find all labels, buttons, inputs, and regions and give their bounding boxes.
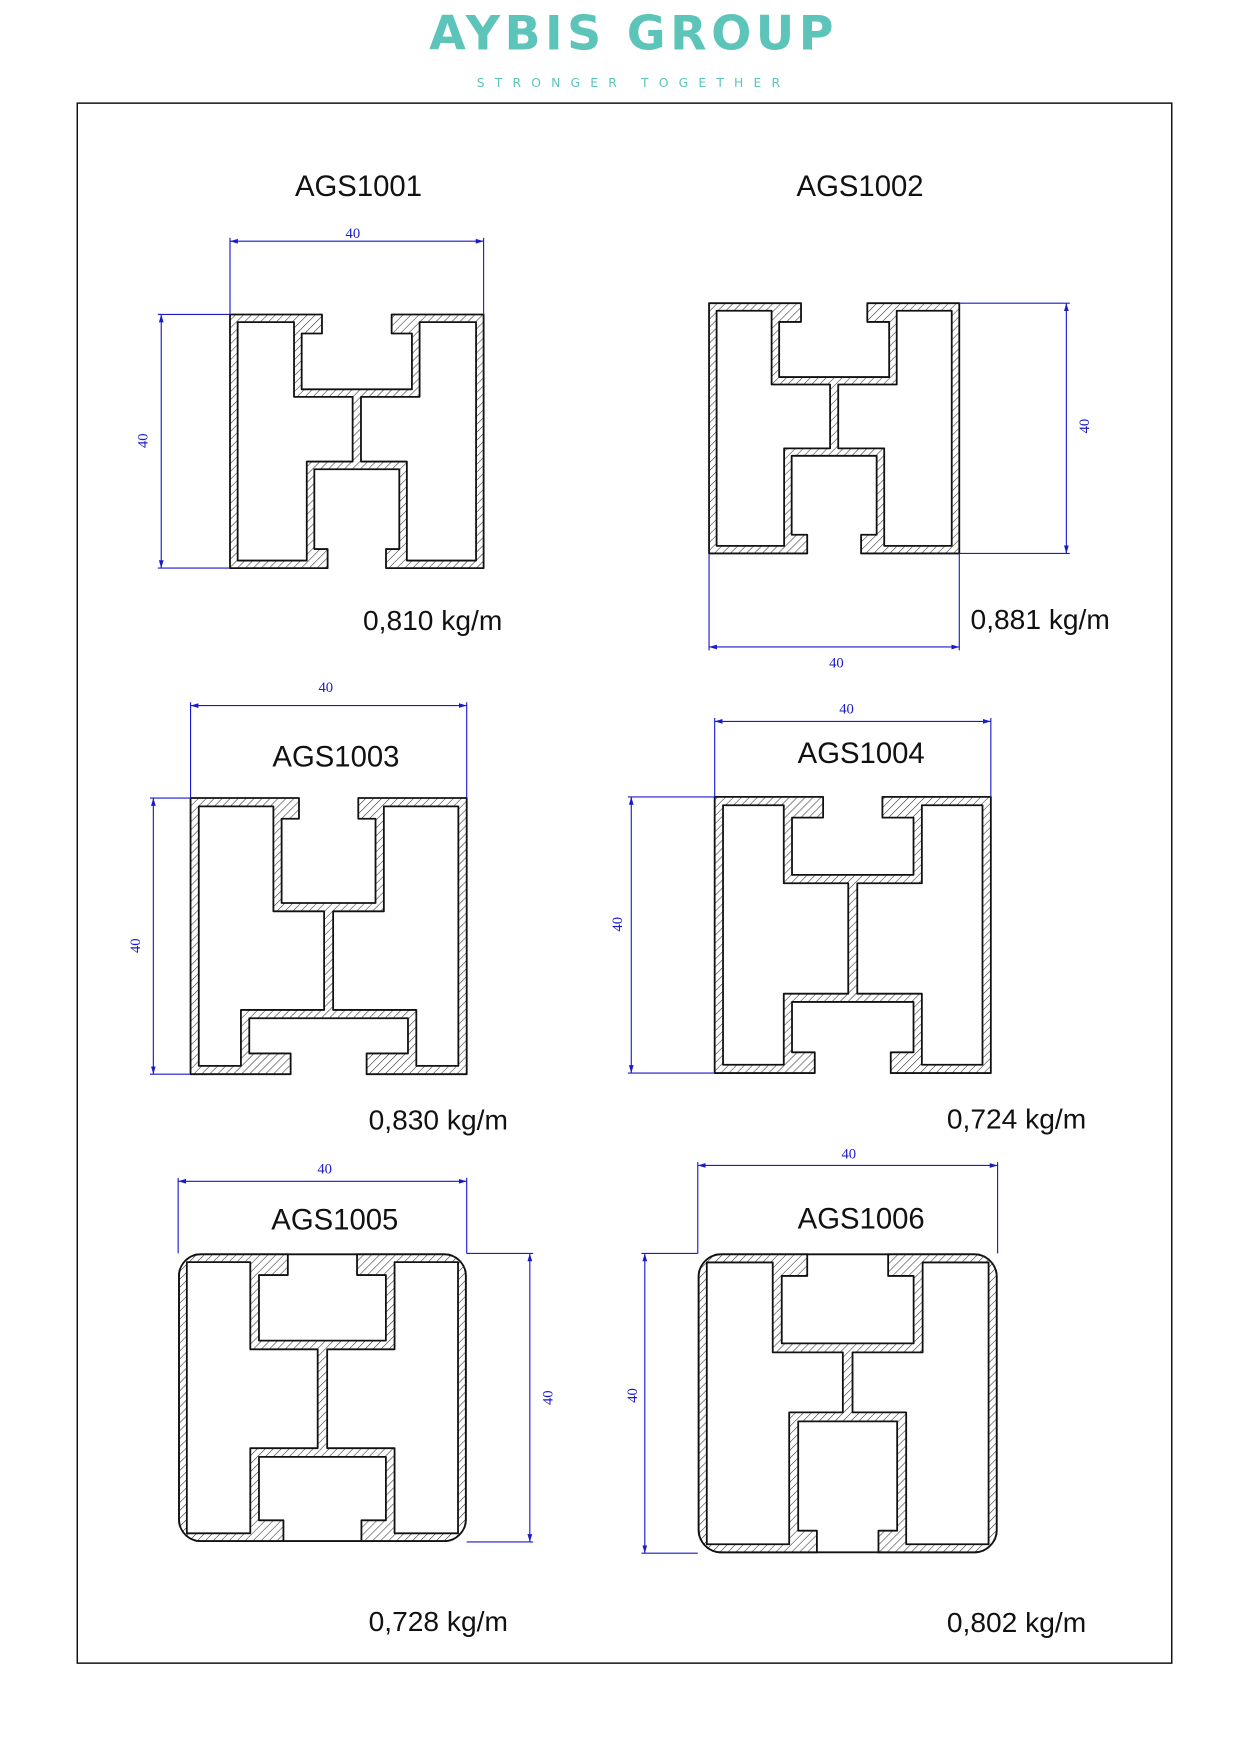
profile-code: AGS1004 (798, 737, 925, 770)
profile-cross-section (697, 1253, 998, 1554)
profile-code: AGS1002 (797, 170, 924, 203)
width-dimension: 40 (708, 553, 960, 671)
profile-cross-section (713, 796, 992, 1074)
height-dimension: 40 (128, 797, 191, 1075)
profile-outline (697, 1253, 998, 1554)
profile-code: AGS1003 (272, 740, 399, 773)
width-label: 40 (317, 1161, 332, 1177)
profile-ags1004: AGS1004 40 40 0,724 kg/m (610, 701, 1086, 1134)
profile-code: AGS1001 (295, 170, 422, 203)
height-label: 40 (136, 433, 152, 448)
width-label: 40 (839, 701, 854, 717)
width-label: 40 (829, 655, 844, 671)
height-label: 40 (610, 917, 626, 932)
width-dimension: 40 (714, 701, 992, 797)
profile-outline (178, 1253, 467, 1542)
profile-weight: 0,724 kg/m (947, 1102, 1086, 1134)
height-dimension: 40 (466, 1252, 556, 1543)
height-dimension: 40 (136, 313, 231, 569)
height-label: 40 (1077, 419, 1093, 434)
profile-weight: 0,810 kg/m (363, 604, 502, 636)
profile-ags1001: AGS1001 40 40 0,810 kg/m (136, 170, 503, 636)
profile-ags1006: AGS1006 40 40 0,802 kg/m (625, 1147, 1086, 1638)
width-dimension: 40 (177, 1161, 468, 1254)
height-dimension: 40 (959, 302, 1093, 555)
height-label: 40 (625, 1388, 641, 1403)
profile-weight: 0,881 kg/m (971, 603, 1110, 635)
drawing-frame (76, 102, 1173, 1664)
profile-code: AGS1006 (798, 1203, 925, 1236)
profile-ags1003: AGS1003 40 40 0,830 kg/m (128, 680, 508, 1135)
width-label: 40 (318, 680, 333, 696)
width-label: 40 (841, 1147, 856, 1163)
brand-tagline: STRONGER TOGETHER (477, 75, 790, 90)
width-label: 40 (346, 226, 361, 242)
width-dimension: 40 (229, 226, 485, 315)
height-dimension: 40 (625, 1252, 698, 1554)
profile-ags1002: AGS1002 40 40 0,881 kg/m (708, 170, 1110, 671)
profile-cross-section (708, 302, 961, 555)
profile-weight: 0,830 kg/m (369, 1103, 508, 1135)
width-dimension: 40 (189, 680, 468, 799)
brand-logo: AYBIS GROUP (429, 7, 838, 62)
profile-weight: 0,802 kg/m (947, 1606, 1086, 1638)
profile-ags1005: AGS1005 40 40 0,728 kg/m (177, 1161, 556, 1637)
profile-weight: 0,728 kg/m (369, 1605, 508, 1637)
profile-cross-section (229, 313, 485, 569)
profile-cross-section (178, 1253, 467, 1542)
profile-cross-section (189, 797, 468, 1076)
width-dimension: 40 (697, 1147, 999, 1254)
profile-code: AGS1005 (271, 1204, 398, 1237)
height-dimension: 40 (610, 796, 715, 1074)
height-label: 40 (540, 1390, 556, 1405)
height-label: 40 (128, 938, 144, 953)
